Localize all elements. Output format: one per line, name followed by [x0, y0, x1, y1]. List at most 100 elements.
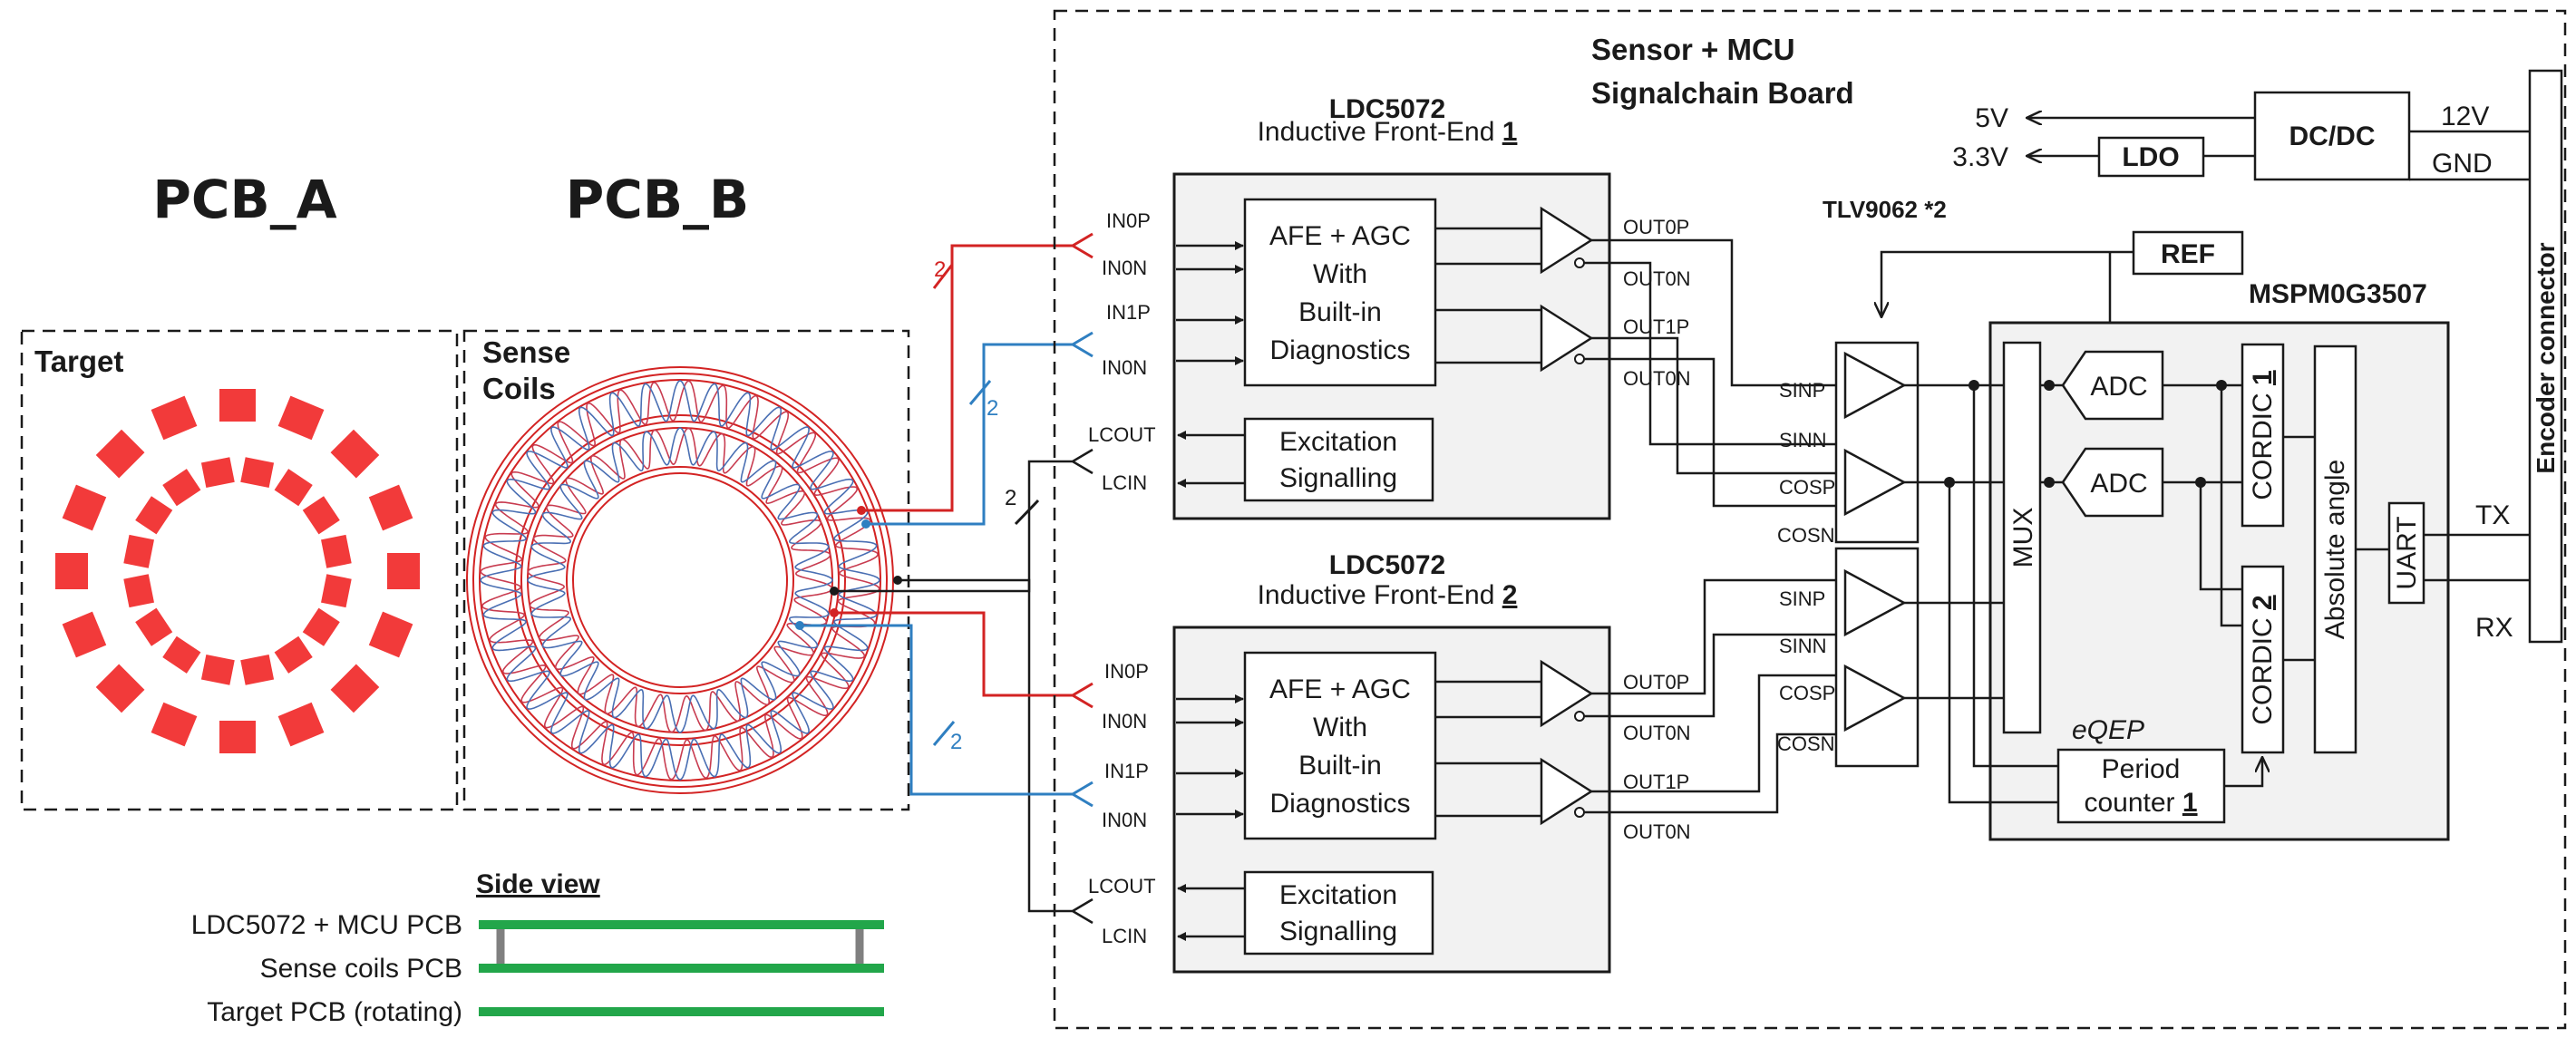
sense-coils-panel: [462, 329, 910, 811]
ldc2-excitation-line1: Excitation: [1279, 880, 1397, 910]
power-gnd: GND: [2432, 149, 2493, 179]
ldc1-pin-in0p: IN0P: [1106, 209, 1151, 232]
bus-count-red: 2: [934, 257, 946, 282]
ldc2-afe-line2: With: [1313, 713, 1367, 742]
target-segment: [321, 534, 352, 568]
ldc2-input-arrows: [1176, 694, 1244, 941]
ldc1-afe-line1: AFE + AGC: [1269, 221, 1411, 251]
cordic-2-label: CORDIC 2: [2248, 595, 2278, 724]
ldc-to-opamp-wiring: [1584, 238, 1836, 814]
dcdc-block: [2253, 91, 2411, 181]
ldc1-excitation-line2: Signalling: [1279, 463, 1397, 493]
ldc2-pin-in0p: IN0P: [1104, 660, 1149, 683]
ldc2-pin-lcin: LCIN: [1102, 925, 1147, 947]
dcdc-label: DC/DC: [2289, 121, 2376, 151]
mux-label: MUX: [2008, 508, 2038, 568]
opamp-2-block: [1834, 547, 1920, 768]
ldc1-afe-block: [1243, 198, 1437, 387]
period-counter-block: [2056, 748, 2226, 824]
tx-label: TX: [2475, 500, 2510, 530]
target-segment: [277, 395, 325, 441]
board-title-2: Signalchain Board: [1591, 76, 1854, 110]
target-segment: [240, 655, 275, 685]
bus-count-blue: 2: [987, 396, 998, 421]
target-segment: [123, 534, 154, 568]
power-3v3: 3.3V: [1952, 142, 2008, 172]
ldc2-pin-in1p: IN1P: [1104, 760, 1149, 782]
ldc1-input-arrows: [1176, 241, 1244, 488]
ldc2-name: LDC5072: [1329, 550, 1445, 580]
encoder-connector: [2528, 69, 2563, 644]
ldc1-pin-out1p: OUT1P: [1623, 315, 1689, 338]
sense-coils: [466, 366, 894, 794]
power-12v: 12V: [2441, 102, 2489, 131]
ref-label: REF: [2161, 239, 2215, 269]
target-segment: [219, 721, 256, 753]
ldc2-pin-out1p: OUT1P: [1623, 771, 1689, 793]
absolute-angle-block: [2313, 344, 2357, 754]
adc-to-cordic-wiring: [2163, 380, 2315, 662]
target-segment: [95, 664, 145, 713]
opamp-pin-cosn-2: COSN: [1777, 732, 1835, 755]
target-segment: [330, 664, 380, 713]
ldc2-afe-line3: Built-in: [1298, 751, 1382, 781]
target-segment: [95, 429, 145, 479]
target-segment: [302, 607, 340, 646]
opamp-to-mux-wiring: [1904, 380, 2063, 804]
ldc2-output-buffers: [1435, 659, 1594, 826]
target-segment: [123, 574, 154, 608]
cordic-1-label: CORDIC 1: [2248, 370, 2278, 500]
ldc2-pin-out0n-2: OUT0N: [1623, 820, 1691, 843]
ldc1-afe-line3: Built-in: [1298, 297, 1382, 327]
target-segment: [135, 607, 173, 646]
eqep-label: eQEP: [2072, 715, 2144, 745]
opamp-pin-cosn: COSN: [1777, 524, 1835, 547]
bus-count-black: 2: [1005, 486, 1016, 510]
target-segment: [368, 484, 413, 531]
pcb-a-title: PCB_A: [152, 169, 336, 230]
side-view-layer2: Sense coils PCB: [260, 954, 462, 984]
target-ring: [55, 389, 420, 753]
uart-block: [2387, 501, 2425, 605]
target-segment: [55, 553, 88, 589]
ldc1-afe-line4: Diagnostics: [1269, 335, 1410, 365]
side-view-title: Side view: [476, 869, 600, 899]
absolute-angle-label: Absolute angle: [2320, 460, 2350, 640]
target-segment: [62, 611, 107, 658]
ldc1-pin-in0n-2: IN0N: [1102, 356, 1147, 379]
pcb-b-title: PCB_B: [566, 169, 750, 230]
power-5v: 5V: [1975, 103, 2008, 133]
opamp-pin-cosp: COSP: [1779, 476, 1835, 499]
ref-block: [2132, 230, 2244, 276]
target-segment: [274, 469, 313, 507]
period-counter-line1: Period: [2102, 754, 2181, 784]
target-segment: [200, 655, 235, 685]
power-wiring: [2027, 118, 2530, 181]
ldc2-pin-in0n: IN0N: [1102, 710, 1147, 732]
board-title-1: Sensor + MCU: [1591, 33, 1795, 66]
target-segment: [151, 702, 198, 747]
ldc1-pin-out0n-2: OUT0N: [1623, 367, 1691, 390]
ldc2-pin-in0n-2: IN0N: [1102, 809, 1147, 831]
mux-block: [2002, 341, 2042, 734]
target-panel: [20, 329, 459, 811]
board-outline: [1053, 9, 2567, 1030]
target-segment: [162, 469, 201, 507]
target-segment: [321, 574, 352, 608]
opamp-pin-sinn: SINN: [1779, 429, 1827, 451]
opamp-pin-sinp: SINP: [1779, 379, 1825, 402]
ldc1-subtitle: Inductive Front-End 1: [1258, 117, 1518, 147]
opamp-pin-cosp-2: COSP: [1779, 682, 1835, 704]
ldc2-pin-out0p: OUT0P: [1623, 671, 1689, 694]
encoder-connector-label: Encoder connector: [2532, 242, 2560, 473]
target-segment: [277, 702, 325, 747]
target-segment: [302, 496, 340, 535]
ldc1-pin-lcin: LCIN: [1102, 471, 1147, 494]
ldc1-name: LDC5072: [1329, 94, 1445, 124]
side-view-layer3: Target PCB (rotating): [207, 997, 462, 1027]
ldc2-pin-lcout: LCOUT: [1088, 875, 1156, 897]
adc-2-label: ADC: [2090, 469, 2147, 499]
ldc1-pin-out0p: OUT0P: [1623, 216, 1689, 238]
opamp-triangles: [1843, 351, 1907, 732]
target-segment: [135, 496, 173, 535]
